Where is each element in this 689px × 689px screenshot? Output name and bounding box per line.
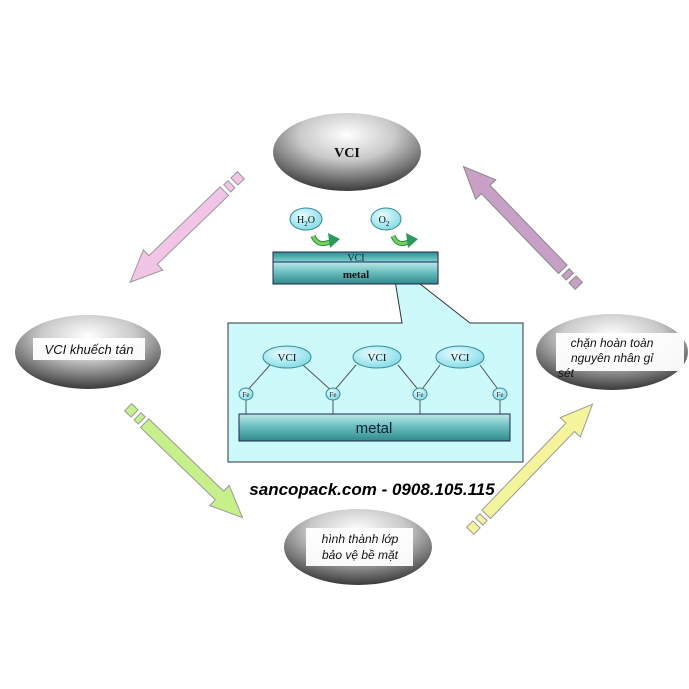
metal-strip: VCI metal bbox=[273, 252, 438, 284]
node-rust-blocking-line3: sét bbox=[558, 366, 575, 380]
fe-label: Fe bbox=[330, 391, 337, 399]
vci-molecule-label: VCI bbox=[368, 352, 387, 364]
arrow-top-to-left bbox=[120, 165, 250, 292]
node-vci-label: VCI bbox=[334, 146, 360, 161]
vci-molecule-1: VCI bbox=[263, 346, 311, 368]
node-rust-blocking-line1: chặn hoàn toàn bbox=[571, 336, 654, 350]
arrow-right-to-top bbox=[453, 157, 588, 296]
oxygen-sub: 2 bbox=[386, 220, 390, 228]
vci-molecule-label: VCI bbox=[451, 352, 470, 364]
vci-molecule-2: VCI bbox=[353, 346, 401, 368]
curved-arrow-oxygen bbox=[393, 233, 418, 248]
oxygen-o: O bbox=[379, 215, 386, 226]
watermark-text: sancopack.com - 0908.105.115 bbox=[249, 480, 495, 499]
coating-label: VCI bbox=[347, 253, 364, 264]
vci-molecule-label: VCI bbox=[278, 352, 297, 364]
fe-label: Fe bbox=[243, 391, 250, 399]
node-vci: VCI bbox=[273, 113, 421, 191]
strip-metal-label: metal bbox=[343, 269, 369, 281]
water-h: H bbox=[297, 215, 304, 226]
fe-atom-4: Fe bbox=[493, 388, 507, 400]
node-vci-diffusion-label: VCI khuếch tán bbox=[45, 342, 134, 357]
zoom-metal-bar: metal bbox=[239, 414, 510, 441]
fe-label: Fe bbox=[417, 391, 424, 399]
oxygen-molecule: O2 bbox=[371, 208, 401, 230]
node-protective-layer-line2: bảo vệ bề mặt bbox=[322, 548, 399, 562]
node-rust-blocking: chặn hoàn toàn nguyên nhân gỉ sét bbox=[536, 314, 688, 390]
node-rust-blocking-line2: nguyên nhân gỉ bbox=[571, 351, 654, 365]
fe-atom-1: Fe bbox=[239, 388, 253, 400]
fe-atom-2: Fe bbox=[326, 388, 340, 400]
fe-atom-3: Fe bbox=[413, 388, 427, 400]
water-molecule: H2O bbox=[290, 208, 322, 230]
curved-arrow-water bbox=[313, 233, 340, 248]
zoom-metal-label: metal bbox=[356, 420, 393, 437]
node-protective-layer-line1: hình thành lớp bbox=[322, 532, 399, 546]
node-vci-diffusion: VCI khuếch tán bbox=[15, 315, 161, 389]
water-o: O bbox=[308, 215, 315, 226]
fe-label: Fe bbox=[497, 391, 504, 399]
node-protective-layer: hình thành lớp bảo vệ bề mặt bbox=[284, 509, 432, 585]
vci-molecule-3: VCI bbox=[436, 346, 484, 368]
